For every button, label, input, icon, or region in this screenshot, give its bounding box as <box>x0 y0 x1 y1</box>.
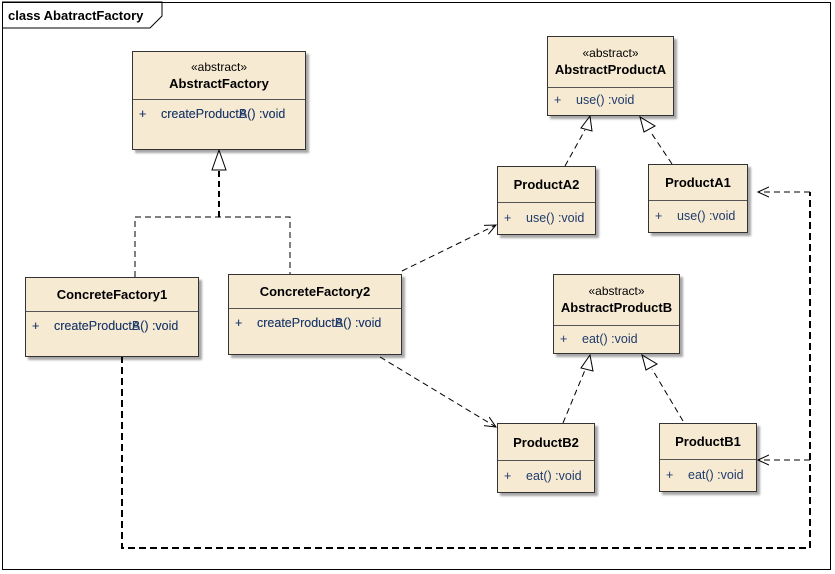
operation-signature: use() :void <box>677 209 736 223</box>
class-name: AbstractFactory <box>169 75 269 91</box>
operation-signature: createProductA() :void <box>54 319 179 333</box>
class-header: «abstract» AbstractProductA <box>548 37 673 88</box>
operations: + createProductA() :void + createProduct… <box>229 309 401 330</box>
class-abstract-product-b[interactable]: «abstract» AbstractProductB + eat() :voi… <box>553 274 680 354</box>
operation-signature: use() :void <box>576 93 635 107</box>
operation-signature: eat() :void <box>688 468 744 482</box>
operations: + eat() :void <box>498 461 594 483</box>
class-product-a1[interactable]: ProductA1 + use() :void <box>648 164 748 233</box>
class-name: ProductB1 <box>675 434 741 449</box>
class-product-a2[interactable]: ProductA2 + use() :void <box>497 166 596 235</box>
operations: + eat() :void <box>554 326 679 346</box>
generalization-b1 <box>641 353 684 422</box>
dependency-cf2-b2 <box>379 356 496 427</box>
visibility: + <box>504 211 512 225</box>
dependency-cf2-a2 <box>401 225 496 272</box>
class-header: «abstract» AbstractProductB <box>554 275 679 326</box>
visibility: + <box>235 316 243 330</box>
visibility: + <box>32 319 40 333</box>
operation-signature: eat() :void <box>582 332 638 346</box>
class-header: ProductB1 <box>660 424 756 460</box>
class-name: AbstractProductB <box>560 300 673 315</box>
generalization-a2 <box>564 114 593 167</box>
generalization-a1 <box>639 115 673 165</box>
operations: + use() :void <box>548 88 673 107</box>
class-name: ConcreteFactory2 <box>259 284 371 299</box>
operation-signature: createProductA() :void <box>257 316 382 330</box>
visibility: + <box>554 93 562 107</box>
operations: + createProductA() :void + createProduct… <box>133 100 305 121</box>
class-name: ConcreteFactory1 <box>56 287 168 302</box>
frame-title: class AbatractFactory <box>8 8 144 23</box>
class-product-b2[interactable]: ProductB2 + eat() :void <box>497 423 595 493</box>
class-product-b1[interactable]: ProductB1 + eat() :void <box>659 423 757 492</box>
operation-signature: createProductA() :void <box>161 107 286 121</box>
class-header: ConcreteFactory1 <box>26 278 198 312</box>
class-header: ProductB2 <box>498 424 594 461</box>
operations: + eat() :void <box>660 460 756 482</box>
operation-signature: createProductB() :void <box>161 107 286 121</box>
class-concrete-factory2[interactable]: ConcreteFactory2 + createProductA() :voi… <box>228 274 402 355</box>
operations: + createProductA() :void + createProduct… <box>26 312 198 333</box>
stereotype: «abstract» <box>588 284 645 298</box>
dependency-cf1-products <box>121 192 811 549</box>
operations: + use() :void <box>649 201 747 223</box>
class-concrete-factory1[interactable]: ConcreteFactory1 + createProductA() :voi… <box>25 277 199 357</box>
visibility: + <box>666 468 674 482</box>
visibility: + <box>655 209 663 223</box>
visibility: + <box>139 107 147 121</box>
operation-signature: eat() :void <box>526 469 582 483</box>
realization-factories <box>134 148 291 277</box>
class-name: ProductB2 <box>513 434 579 450</box>
class-header: «abstract» AbstractFactory <box>133 52 305 100</box>
class-header: ConcreteFactory2 <box>229 275 401 309</box>
class-abstract-factory[interactable]: «abstract» AbstractFactory + createProdu… <box>132 51 306 150</box>
visibility: + <box>560 332 568 346</box>
visibility: + <box>235 316 243 330</box>
visibility: + <box>32 319 40 333</box>
generalization-b2 <box>562 353 594 424</box>
class-name: ProductA1 <box>665 175 731 190</box>
class-name: AbstractProductA <box>554 62 667 77</box>
class-name: ProductA2 <box>513 177 580 192</box>
operations: + use() :void <box>498 203 595 225</box>
stereotype: «abstract» <box>582 46 639 60</box>
operation-signature: createProductB() :void <box>257 316 382 330</box>
realization-arrowhead-factory <box>211 148 227 171</box>
stereotype: «abstract» <box>190 59 248 74</box>
class-header: ProductA2 <box>498 167 595 203</box>
class-header: ProductA1 <box>649 165 747 201</box>
operation-signature: use() :void <box>526 211 585 225</box>
class-abstract-product-a[interactable]: «abstract» AbstractProductA + use() :voi… <box>547 36 674 116</box>
visibility: + <box>504 469 512 483</box>
operation-signature: createProductB() :void <box>54 319 179 333</box>
visibility: + <box>139 107 147 121</box>
